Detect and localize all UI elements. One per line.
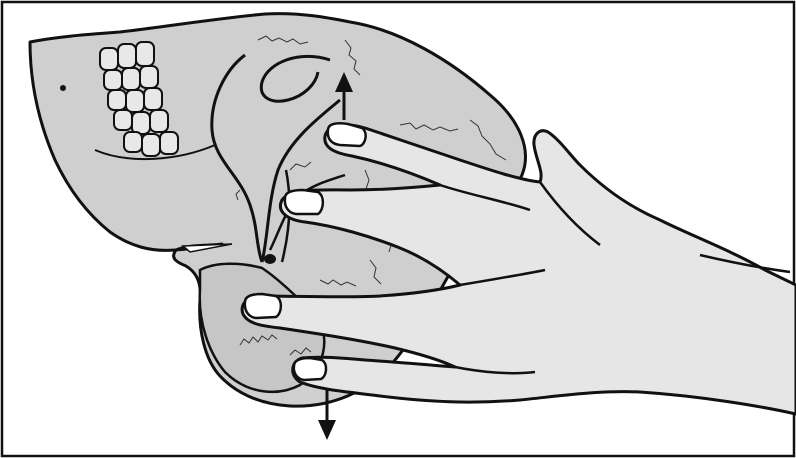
skull-ear-hole xyxy=(264,254,276,264)
index-fingernail xyxy=(328,123,366,146)
ring-fingernail xyxy=(245,294,281,318)
skull-mental-foramen xyxy=(60,85,66,91)
little-fingernail xyxy=(294,358,326,380)
middle-fingernail xyxy=(285,190,323,214)
